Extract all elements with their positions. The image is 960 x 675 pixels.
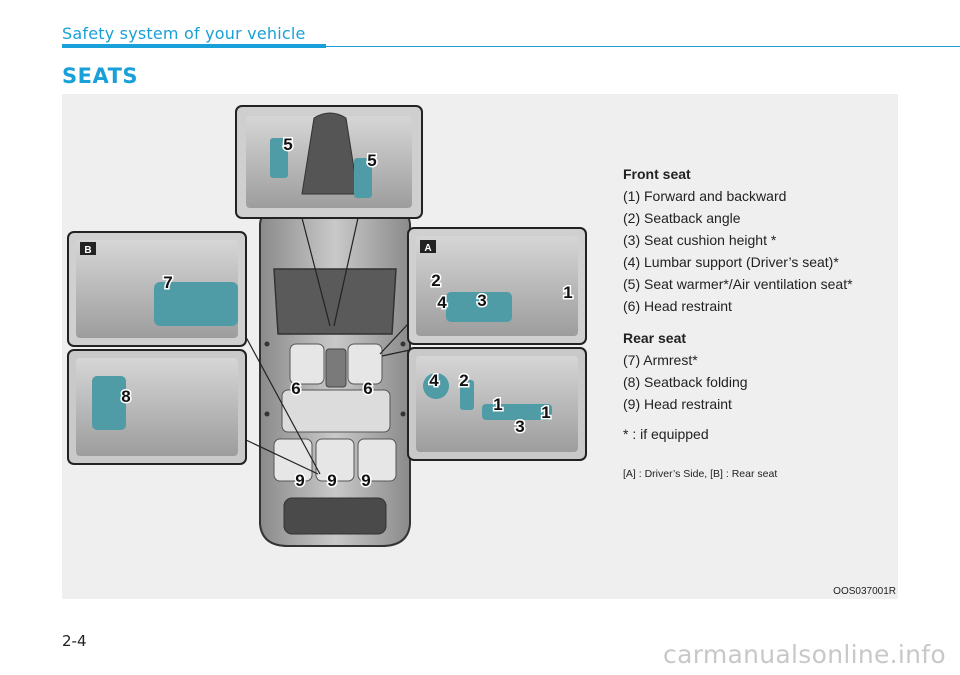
- callout-5-left: 5: [283, 135, 292, 154]
- seats-illustration: B A 5 5 7 8 2: [67, 105, 587, 547]
- callout-6-right: 6: [363, 379, 372, 398]
- figure-code: OOS037001R: [833, 586, 896, 597]
- rear-seat-inset: B: [67, 231, 247, 347]
- legend-item: (5) Seat warmer*/Air ventilation seat*: [623, 276, 853, 292]
- callout-3-b: 3: [515, 417, 524, 436]
- legend-item: (8) Seatback folding: [623, 374, 748, 390]
- pointer-lines: [239, 217, 411, 475]
- callout-1-c: 1: [541, 403, 550, 422]
- legend-item: (9) Head restraint: [623, 396, 732, 412]
- callout-4-a: 4: [437, 293, 447, 312]
- callout-3-a: 3: [477, 291, 486, 310]
- callout-4-b: 4: [429, 371, 439, 390]
- header-rule-thick: [62, 44, 326, 48]
- seats-figure: B A 5 5 7 8 2: [62, 94, 898, 599]
- figure-caption: [A] : Driver’s Side, [B] : Rear seat: [623, 468, 778, 480]
- legend-item: (3) Seat cushion height *: [623, 232, 777, 248]
- legend-item: (2) Seatback angle: [623, 210, 741, 226]
- callout-1-a: 1: [563, 283, 572, 302]
- callout-8: 8: [121, 387, 130, 406]
- front-seat-heading: Front seat: [623, 166, 691, 182]
- seatback-fold-inset: [67, 349, 247, 465]
- figure-legend: Front seat (1) Forward and backward (2) …: [623, 166, 893, 480]
- page-number: 2-4: [62, 632, 87, 650]
- callout-9-center: 9: [327, 471, 336, 490]
- legend-item: (6) Head restraint: [623, 298, 732, 314]
- legend-item: (1) Forward and backward: [623, 188, 787, 204]
- callout-2-b: 2: [459, 371, 468, 390]
- callout-2-a: 2: [431, 271, 440, 290]
- inset-a-label: A: [424, 243, 431, 254]
- car-top-view: [259, 201, 411, 547]
- section-header: Safety system of your vehicle: [62, 24, 306, 43]
- callout-9-left: 9: [295, 471, 304, 490]
- watermark: carmanualsonline.info: [663, 640, 946, 669]
- inset-b-label: B: [84, 245, 91, 256]
- equipped-note: * : if equipped: [623, 426, 709, 442]
- header-rule-thin: [326, 46, 960, 47]
- legend-item: (4) Lumbar support (Driver’s seat)*: [623, 254, 839, 270]
- rear-seat-heading: Rear seat: [623, 330, 687, 346]
- legend-item: (7) Armrest*: [623, 352, 698, 368]
- callout-5-right: 5: [367, 151, 376, 170]
- seat-controls-inset: [407, 347, 587, 461]
- callout-1-b: 1: [493, 395, 502, 414]
- callout-9-right: 9: [361, 471, 370, 490]
- driver-seat-inset: A: [407, 227, 587, 345]
- page-title: SEATS: [62, 64, 139, 88]
- callout-6-left: 6: [291, 379, 300, 398]
- callout-7: 7: [163, 273, 172, 292]
- console-inset: [235, 105, 423, 219]
